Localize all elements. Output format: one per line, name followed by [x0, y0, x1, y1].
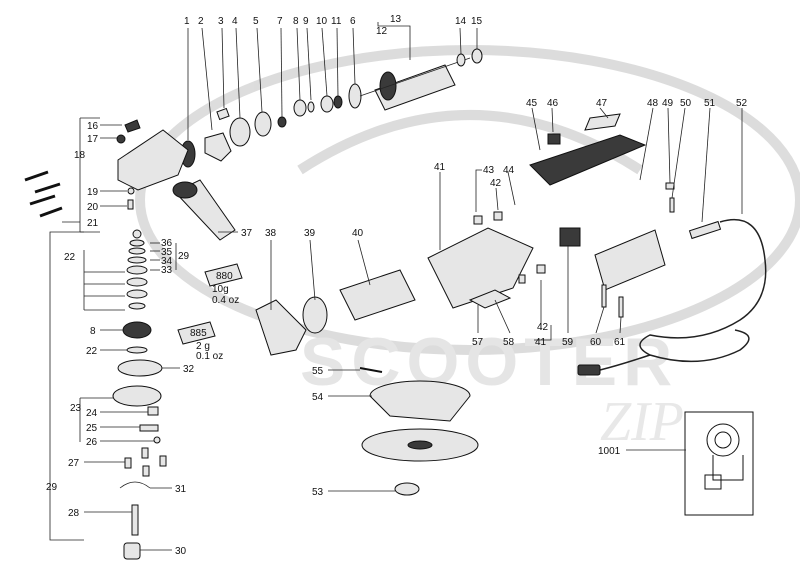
label-11: 11	[331, 16, 342, 27]
power-cable	[577, 218, 767, 376]
label-50: 50	[680, 98, 692, 109]
label-33: 33	[161, 265, 173, 276]
label-6: 6	[350, 16, 356, 27]
label-15: 15	[471, 16, 483, 27]
lower-screws	[119, 447, 167, 560]
motor-parts	[255, 113, 675, 356]
label-22-lower: 22	[86, 346, 98, 357]
label-17: 17	[87, 134, 99, 145]
label-51: 51	[704, 98, 716, 109]
label-58: 58	[503, 337, 515, 348]
label-55: 55	[312, 366, 324, 377]
label-14: 14	[455, 16, 467, 27]
side-handle	[172, 179, 236, 241]
label-52: 52	[736, 98, 748, 109]
label-1001: 1001	[598, 446, 621, 457]
tube-885-qty: 2 g	[196, 341, 210, 352]
label-19: 19	[87, 187, 99, 198]
label-42-top: 42	[490, 178, 502, 189]
label-21: 21	[87, 218, 99, 229]
grease-tubes	[177, 263, 243, 345]
tube-880-qty-alt: 0.4 oz	[212, 295, 239, 306]
label-41-top: 41	[434, 162, 446, 173]
label-5: 5	[253, 16, 259, 27]
guard-and-disc	[359, 367, 479, 496]
label-34: 34	[161, 256, 173, 267]
label-20: 20	[87, 202, 99, 213]
label-32: 32	[183, 364, 195, 375]
label-60: 60	[590, 337, 602, 348]
label-24: 24	[86, 408, 98, 419]
label-8-lower: 8	[90, 326, 96, 337]
label-18: 18	[74, 150, 86, 161]
part-labels: 1 2 3 4 5 7 8 9 10 11 6 12 13 14 15 16 1…	[46, 14, 748, 557]
label-27: 27	[68, 458, 80, 469]
label-13: 13	[390, 14, 402, 25]
label-9: 9	[303, 16, 309, 27]
label-47: 47	[596, 98, 608, 109]
label-30: 30	[175, 546, 187, 557]
label-40: 40	[352, 228, 364, 239]
label-61: 61	[614, 337, 626, 348]
side-screws	[24, 170, 63, 218]
label-8: 8	[293, 16, 299, 27]
label-59: 59	[562, 337, 574, 348]
label-12: 12	[376, 26, 388, 37]
gear-head	[116, 119, 189, 210]
label-43: 43	[483, 165, 495, 176]
top-spindle-parts	[180, 48, 483, 168]
tube-880-code: 880	[216, 271, 233, 282]
label-49: 49	[662, 98, 674, 109]
label-29-left: 29	[46, 482, 58, 493]
label-25: 25	[86, 423, 98, 434]
label-36: 36	[161, 238, 173, 249]
label-10: 10	[316, 16, 328, 27]
label-45: 45	[526, 98, 538, 109]
watermark-subtext: ZIP	[600, 391, 684, 453]
watermark: SCOOTER ZIP	[135, 45, 800, 453]
inset-1001	[684, 411, 754, 516]
watermark-text: SCOOTER	[300, 324, 678, 400]
label-54: 54	[312, 392, 324, 403]
tube-885-qty-alt: 0.1 oz	[196, 351, 223, 362]
label-2: 2	[198, 16, 204, 27]
flange-stack	[112, 229, 163, 444]
label-41-lower: 41	[535, 337, 547, 348]
label-23: 23	[70, 403, 82, 414]
label-38: 38	[265, 228, 277, 239]
tube-880-qty: 10g	[212, 284, 229, 295]
label-22-top: 22	[64, 252, 76, 263]
label-7: 7	[277, 16, 283, 27]
label-3: 3	[218, 16, 224, 27]
label-29-right: 29	[178, 251, 190, 262]
label-37: 37	[241, 228, 253, 239]
label-35: 35	[161, 247, 173, 258]
label-57: 57	[472, 337, 484, 348]
label-31: 31	[175, 484, 187, 495]
label-42-lower: 42	[537, 322, 549, 333]
label-16: 16	[87, 121, 99, 132]
tube-885-code: 885	[190, 328, 207, 339]
label-1: 1	[184, 16, 190, 27]
label-39: 39	[304, 228, 316, 239]
label-28: 28	[68, 508, 80, 519]
label-53: 53	[312, 487, 324, 498]
label-44: 44	[503, 165, 515, 176]
label-4: 4	[232, 16, 238, 27]
label-48: 48	[647, 98, 659, 109]
leader-lines	[49, 22, 743, 551]
label-26: 26	[86, 437, 98, 448]
label-46: 46	[547, 98, 559, 109]
